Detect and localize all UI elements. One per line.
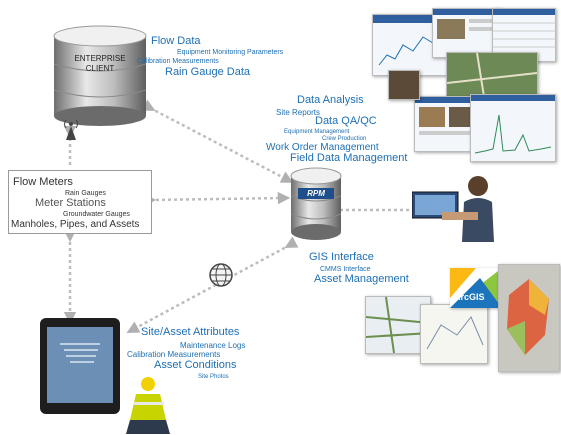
site-calibration-label: Calibration Measurements: [127, 350, 221, 359]
enterprise-client-database: ENTERPRISE CLIENT: [50, 24, 150, 128]
asset-conditions-label: Asset Conditions: [154, 359, 237, 371]
screenshot-gis-map-2: [420, 304, 488, 364]
crew-production-label: Crew Production: [322, 136, 367, 142]
antenna-icon: [64, 119, 78, 140]
equipment-monitoring-label: Equipment Monitoring Parameters: [177, 49, 284, 56]
data-analysis-label: Data Analysis: [297, 94, 364, 106]
meter-stations-label: Meter Stations: [35, 197, 106, 209]
rain-gauges-label: Rain Gauges: [65, 190, 106, 197]
field-worker-crouching: [126, 377, 170, 434]
globe-icon: [209, 263, 233, 287]
groundwater-gauges-label: Groundwater Gauges: [63, 211, 130, 218]
asset-management-label: Asset Management: [314, 273, 409, 285]
site-reports-label: Site Reports: [276, 108, 321, 117]
equipment-management-label: Equipment Management: [284, 129, 350, 135]
site-asset-attributes-label: Site/Asset Attributes: [141, 326, 240, 338]
site-photos-label: Site Photos: [198, 374, 229, 380]
cmms-interface-label: CMMS Interface: [320, 266, 371, 273]
rpm-server-database: RPM: [288, 166, 344, 242]
database-icon: [53, 25, 147, 126]
field-worker-image: [411, 172, 494, 242]
manholes-label: Manholes, Pipes, and Assets: [11, 219, 140, 230]
arcgis-logo: ArcGIS: [450, 268, 502, 308]
rain-gauge-data-label: Rain Gauge Data: [165, 66, 250, 78]
arrow-box-server: [143, 191, 291, 207]
field-data-label: Field Data Management: [290, 152, 408, 164]
work-order-label: Work Order Management: [266, 142, 379, 153]
enterprise-label-1: ENTERPRISE: [74, 54, 126, 63]
tablet-icon: [40, 318, 120, 414]
field-assets-box: Flow Meters Rain Gauges Meter Stations G…: [8, 170, 152, 234]
gis-interface-label: GIS Interface: [309, 251, 374, 263]
screenshot-chart-2: [470, 94, 556, 162]
flow-data-label: Flow Data: [151, 35, 201, 47]
database-icon: [290, 167, 342, 240]
arrow-enterprise-server: [141, 99, 294, 183]
maintenance-logs-label: Maintenance Logs: [180, 341, 246, 350]
screenshot-photo-2: [388, 70, 420, 100]
arcgis-label: ArcGIS: [454, 292, 485, 302]
flow-meters-label: Flow Meters: [13, 176, 73, 188]
rpm-logo: RPM: [298, 188, 334, 199]
data-qa-label: Data QA/QC: [315, 115, 377, 127]
enterprise-label-2: CLIENT: [85, 64, 115, 73]
calibration-label: Calibration Measurements: [137, 58, 219, 65]
screenshot-parcel-map: [498, 264, 560, 372]
